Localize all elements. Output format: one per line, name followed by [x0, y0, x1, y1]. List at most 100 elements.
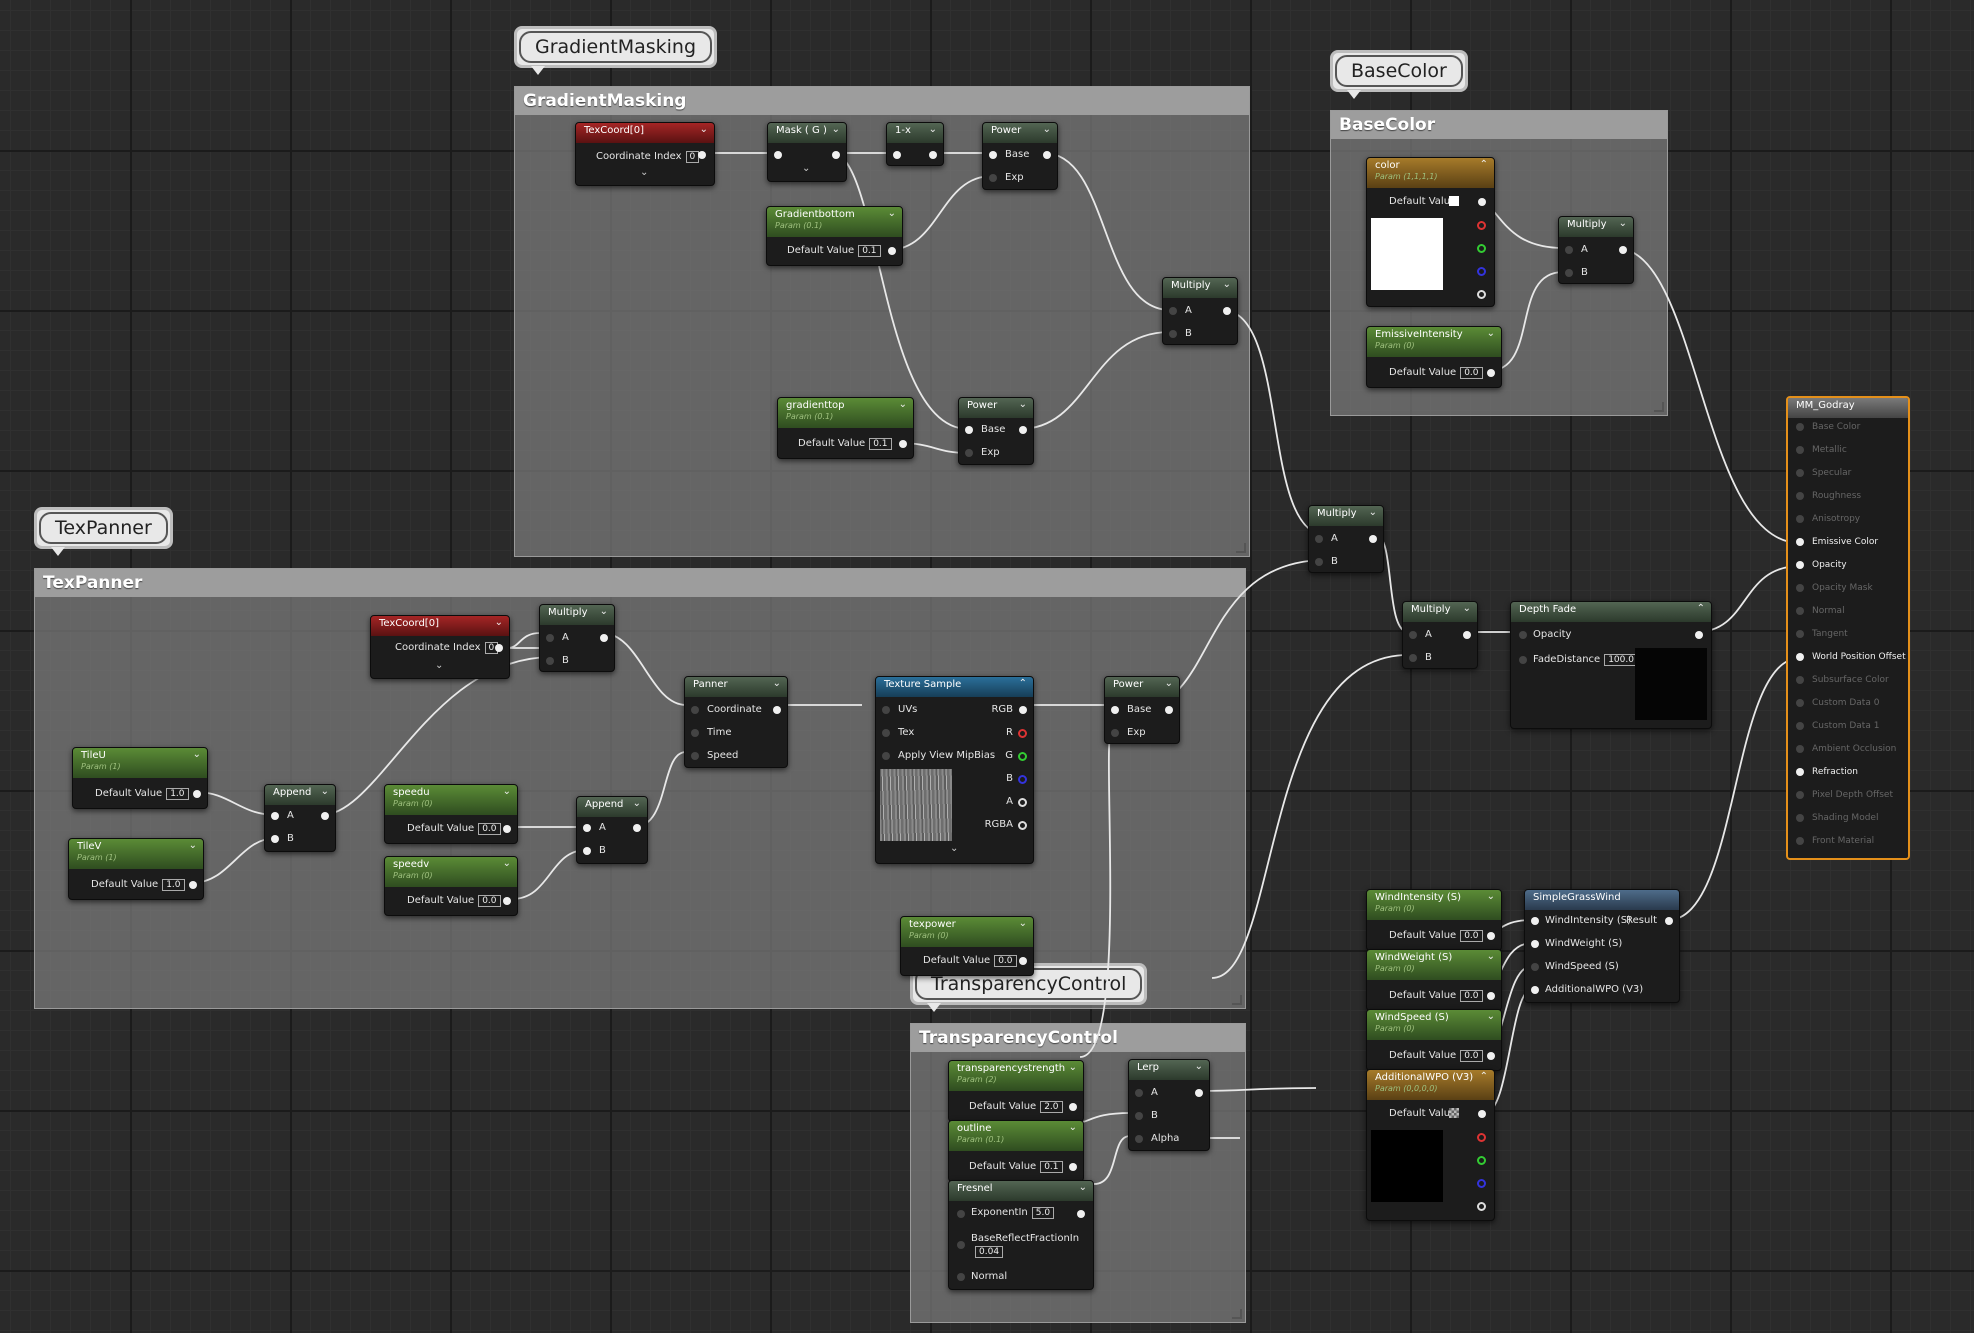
node-header[interactable]: Lerp⌄ [1129, 1060, 1209, 1080]
simple-grass-wind-node[interactable]: SimpleGrassWind WindIntensity (S) WindWe… [1524, 889, 1680, 1003]
default-value-input[interactable]: 0.0 [478, 823, 501, 835]
comment-bubble-gradient-masking[interactable]: GradientMasking [514, 26, 718, 75]
node-header[interactable]: AdditionalWPO (V3)Param (0,0,0,0)⌃ [1367, 1070, 1494, 1100]
comment-title[interactable]: TransparencyControl [911, 1024, 1245, 1052]
output-pin[interactable] [773, 706, 781, 714]
output-pin[interactable] [193, 790, 201, 798]
output-pin-rgba[interactable] [1018, 821, 1027, 830]
node-header[interactable]: WindIntensity (S)Param (0)⌄ [1367, 890, 1501, 920]
input-pin-a[interactable] [546, 634, 554, 642]
input-pin-mipbias[interactable] [882, 752, 890, 760]
node-header[interactable]: TexCoord[0]⌄ [371, 616, 509, 636]
multiply-node[interactable]: Multiply⌄ A B [1308, 505, 1384, 573]
comment-tex-panner[interactable]: TexPanner [34, 568, 1246, 1009]
input-pin-b[interactable] [271, 835, 279, 843]
output-pin-r[interactable] [1477, 221, 1486, 230]
output-pin[interactable] [1695, 631, 1703, 639]
node-header[interactable]: Multiply⌄ [540, 605, 614, 625]
chevron-down-icon[interactable]: ⌄ [435, 660, 444, 671]
default-value-input[interactable]: 0.0 [1460, 1050, 1483, 1062]
output-pin-b[interactable] [1477, 267, 1486, 276]
input-pin-exp[interactable] [1111, 729, 1119, 737]
input-pin-uvs[interactable] [882, 706, 890, 714]
input-pin[interactable] [1796, 630, 1804, 638]
input-pin[interactable] [1796, 584, 1804, 592]
output-pin[interactable] [189, 881, 197, 889]
chevron-down-icon[interactable]: ⌄ [192, 749, 201, 760]
output-pin[interactable] [929, 151, 937, 159]
input-pin-b[interactable] [583, 847, 591, 855]
output-pin[interactable] [1069, 1103, 1077, 1111]
chevron-down-icon[interactable]: ⌄ [1462, 603, 1471, 614]
output-pin[interactable] [1665, 917, 1673, 925]
power-node[interactable]: Power⌄ Base Exp [982, 122, 1058, 190]
node-header[interactable]: WindSpeed (S)Param (0)⌄ [1367, 1010, 1501, 1040]
node-header[interactable]: MM_Godray [1788, 398, 1908, 418]
append-node[interactable]: Append⌄ A B [576, 796, 648, 864]
node-header[interactable]: Power⌄ [1105, 677, 1179, 697]
node-header[interactable]: Mask ( G )⌄ [768, 123, 846, 143]
chevron-down-icon[interactable]: ⌄ [928, 124, 937, 135]
exponent-input[interactable]: 5.0 [1031, 1207, 1055, 1219]
chevron-down-icon[interactable]: ⌄ [1368, 507, 1377, 518]
input-pin[interactable] [1796, 423, 1804, 431]
color-swatch-small[interactable] [1449, 196, 1459, 206]
chevron-up-icon[interactable]: ⌃ [1018, 678, 1027, 689]
default-value-input[interactable]: 2.0 [1040, 1101, 1063, 1113]
input-pin-exp[interactable] [965, 449, 973, 457]
multiply-node[interactable]: Multiply⌄ A B [539, 604, 615, 672]
default-value-input[interactable]: 1.0 [162, 879, 185, 891]
chevron-down-icon[interactable]: ⌄ [1618, 218, 1627, 229]
panner-node[interactable]: Panner⌄ Coordinate Time Speed [684, 676, 788, 768]
multiply-node[interactable]: Multiply⌄ A B [1558, 216, 1634, 284]
input-pin-b[interactable] [1315, 558, 1323, 566]
mask-node[interactable]: Mask ( G )⌄ ⌄ [767, 122, 847, 182]
output-pin-rgb[interactable] [1019, 706, 1027, 714]
input-pin[interactable] [1796, 768, 1804, 776]
chevron-down-icon[interactable]: ⌄ [632, 798, 641, 809]
input-pin-coordinate[interactable] [691, 706, 699, 714]
input-pin-time[interactable] [691, 729, 699, 737]
multiply-node[interactable]: Multiply⌄ A B [1402, 601, 1478, 669]
node-header[interactable]: Append⌄ [577, 797, 647, 817]
multiply-node[interactable]: Multiply⌄ A B [1162, 277, 1238, 345]
input-pin-exponent[interactable] [957, 1210, 965, 1218]
input-pin[interactable] [1796, 446, 1804, 454]
output-pin[interactable] [495, 644, 503, 652]
default-value-input[interactable]: 0.1 [869, 438, 892, 450]
input-pin[interactable] [1796, 837, 1804, 845]
power-node[interactable]: Power⌄ Base Exp [1104, 676, 1180, 744]
input-pin-fadedistance[interactable] [1519, 656, 1527, 664]
chevron-down-icon[interactable]: ⌄ [1042, 124, 1051, 135]
node-header[interactable]: Multiply⌄ [1163, 278, 1237, 298]
output-pin[interactable] [1195, 1089, 1203, 1097]
chevron-down-icon[interactable]: ⌄ [494, 617, 503, 628]
chevron-up-icon[interactable]: ⌃ [1479, 1071, 1488, 1082]
wind-intensity-param-node[interactable]: WindIntensity (S)Param (0)⌄ Default Valu… [1366, 889, 1502, 951]
node-header[interactable]: Panner⌄ [685, 677, 787, 697]
chevron-down-icon[interactable]: ⌄ [320, 786, 329, 797]
chevron-down-icon[interactable]: ⌄ [802, 163, 811, 174]
input-pin-basereflect[interactable] [957, 1241, 965, 1249]
output-pin[interactable] [1619, 246, 1627, 254]
default-value-input[interactable]: 0.0 [1460, 367, 1483, 379]
output-pin[interactable] [1077, 1210, 1085, 1218]
chevron-down-icon[interactable]: ⌄ [1068, 1122, 1077, 1133]
output-pin[interactable] [321, 812, 329, 820]
resize-handle[interactable] [1236, 543, 1246, 553]
output-pin-rgb[interactable] [1478, 1110, 1486, 1118]
output-pin[interactable] [1165, 706, 1173, 714]
output-pin[interactable] [503, 825, 511, 833]
input-pin-a[interactable] [1409, 631, 1417, 639]
chevron-down-icon[interactable]: ⌄ [950, 843, 959, 854]
input-pin[interactable] [1796, 492, 1804, 500]
